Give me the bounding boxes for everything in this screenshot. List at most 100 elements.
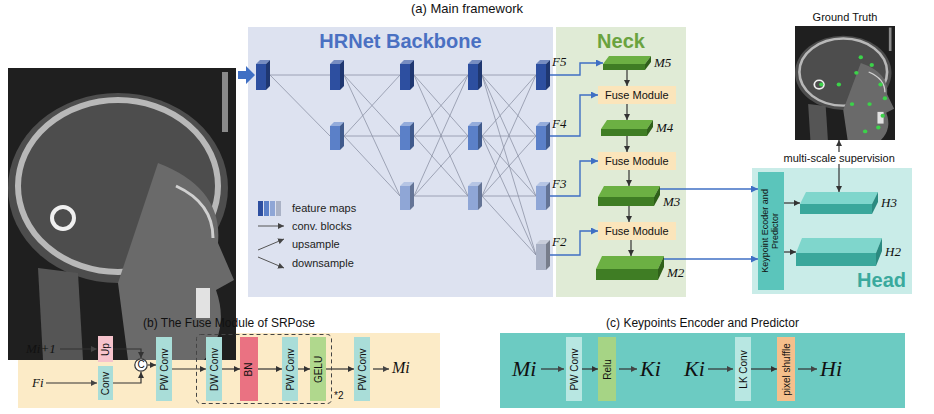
- plate-shape: [601, 120, 653, 136]
- network-line: [344, 136, 400, 196]
- block-front: [400, 64, 410, 90]
- connector: [664, 258, 758, 259]
- block-side: [410, 60, 414, 90]
- panel-heading: (b) The Fuse Module of SRPose: [18, 316, 440, 330]
- network-line: [482, 75, 536, 136]
- network-line: [482, 75, 536, 255]
- block-front: [330, 126, 340, 150]
- block-side: [410, 122, 414, 150]
- math-label: Fi: [32, 375, 44, 391]
- network-line: [414, 136, 468, 196]
- math-label: Ki: [640, 356, 661, 382]
- layer-box: GELU: [310, 337, 326, 401]
- ground-truth-xray: [795, 26, 895, 140]
- panel: HRNet BackboneF5F4F3F2: [248, 27, 553, 297]
- layer-box: BN: [240, 337, 258, 401]
- layer-label: pixel shuffle: [780, 343, 791, 396]
- plate-front: [796, 253, 876, 266]
- block-front: [536, 126, 546, 150]
- plate-top: [596, 256, 664, 269]
- block-front: [536, 186, 546, 210]
- block-side: [546, 240, 550, 270]
- ground-truth-image: Ground Truth: [795, 26, 895, 140]
- block-front: [400, 186, 410, 210]
- plate-label: M2: [667, 265, 684, 281]
- math-label: Hi: [820, 356, 842, 382]
- network-line: [482, 75, 536, 196]
- network-line: [482, 136, 536, 196]
- legend-text: upsample: [292, 238, 340, 250]
- repeat-count: *2: [334, 390, 343, 401]
- repeat-group: *2DW ConvBNPW ConvGELU: [196, 334, 332, 404]
- box-label: Fuse Module: [605, 225, 669, 237]
- feature-plate: M2: [596, 256, 664, 280]
- network-line: [482, 196, 536, 255]
- feature-plate: M3: [598, 186, 660, 206]
- panel-fill: [500, 333, 905, 408]
- flow-arrow: [373, 368, 389, 369]
- math-label: Ki: [684, 356, 705, 382]
- plate-top: [603, 56, 651, 64]
- panel: NeckM5Fuse ModuleM4Fuse ModuleM3Fuse Mod…: [556, 27, 686, 297]
- plate-label: M4: [656, 120, 673, 136]
- network-line: [482, 75, 536, 196]
- plate-top: [796, 238, 882, 253]
- connector: [630, 240, 631, 256]
- circle-outline: [135, 359, 147, 371]
- network-line: [344, 136, 400, 137]
- image-caption: Ground Truth: [795, 11, 895, 23]
- plate-top: [601, 120, 653, 129]
- feature-map-shape: [536, 122, 550, 150]
- network-line: [344, 75, 400, 196]
- legend-text: downsample: [292, 257, 354, 269]
- connector: [751, 368, 777, 369]
- layer-box: PW Conv: [156, 337, 172, 401]
- feature-label: F5: [552, 54, 566, 70]
- panel-heading: HRNet Backbone: [248, 30, 553, 53]
- feature-label: F2: [552, 234, 566, 250]
- network-line: [482, 75, 536, 136]
- panel: (b) The Fuse Module of SRPoseUpConvCPW C…: [18, 333, 440, 408]
- connector: [582, 368, 598, 369]
- nose-bone: [869, 72, 885, 92]
- fuse-module: Fuse Module: [598, 222, 676, 240]
- feature-map: F4: [536, 122, 550, 150]
- layer-box: Conv: [98, 366, 113, 400]
- connector: [626, 136, 627, 152]
- landmark-dot: [819, 83, 823, 87]
- network-line: [414, 75, 468, 136]
- landmark-dot: [876, 126, 880, 130]
- plate-side: [647, 120, 653, 136]
- block-side: [478, 182, 482, 210]
- feature-map: F2: [536, 240, 550, 270]
- connector: [550, 161, 598, 196]
- ear-rod: [814, 80, 824, 89]
- legend-text: feature maps: [292, 202, 356, 214]
- network-line: [414, 75, 468, 76]
- landmark-dot: [854, 71, 858, 75]
- layer-label: Keypoint Ecoder and Predictor: [761, 176, 781, 286]
- feature-plate: M5: [603, 56, 651, 70]
- layer-box: pixel shuffle: [777, 337, 795, 401]
- block-side: [546, 122, 550, 150]
- plate-front: [603, 64, 645, 70]
- feature-plate: H2: [796, 238, 882, 266]
- figure-title: (a) Main framework: [0, 1, 934, 16]
- plate-front: [800, 204, 872, 214]
- layer-box: LK Conv: [735, 337, 751, 401]
- fuse-module: Fuse Module: [598, 86, 676, 104]
- network-line: [344, 75, 400, 136]
- box-label: Fuse Module: [605, 89, 669, 101]
- connector: [550, 231, 598, 255]
- landmark-dot: [881, 114, 885, 118]
- connector: [298, 368, 310, 369]
- block-side: [340, 60, 344, 90]
- feature-map: F5: [536, 60, 550, 90]
- landmark-dot: [863, 129, 867, 133]
- feature-plate: M4: [601, 120, 653, 136]
- block-side: [546, 60, 550, 90]
- network-line: [344, 75, 400, 136]
- block-front: [468, 186, 478, 210]
- flow-arrow: [798, 368, 817, 369]
- block-front: [468, 126, 478, 150]
